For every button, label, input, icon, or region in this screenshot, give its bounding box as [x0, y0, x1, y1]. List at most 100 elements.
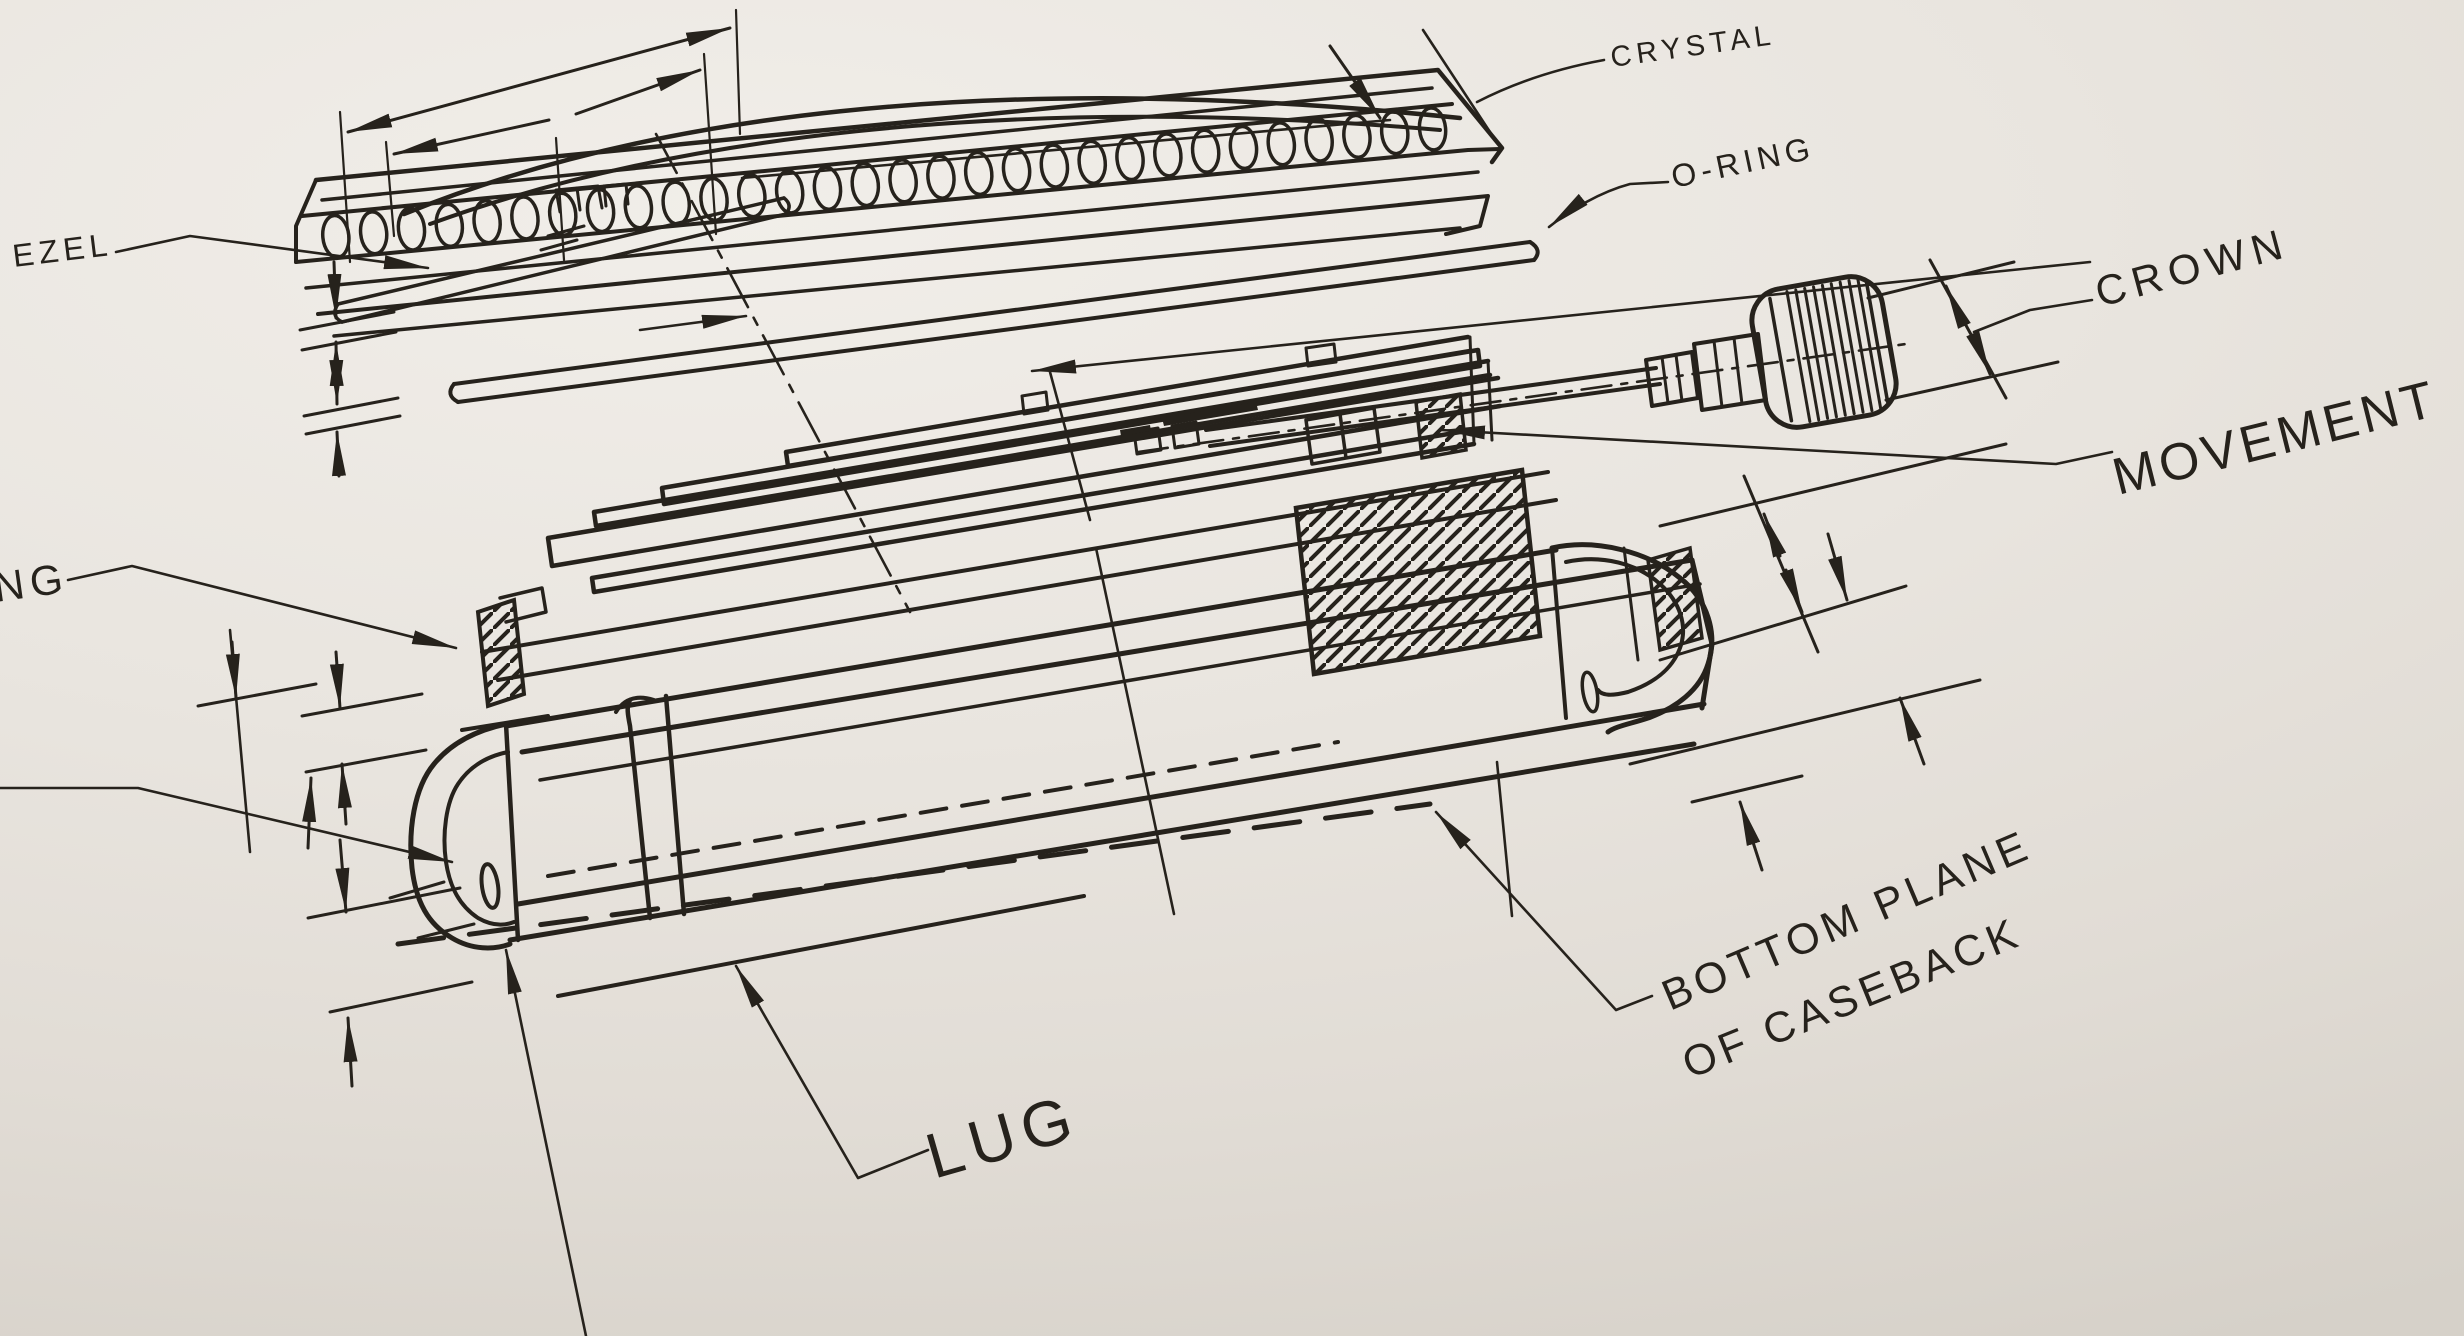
crown-knob — [1749, 274, 1899, 430]
centerlines — [638, 132, 2092, 918]
caseback-hidden-line — [546, 740, 1340, 878]
bezel-tooth — [1152, 132, 1183, 178]
right-lug-tube-line — [1622, 546, 1640, 662]
knurl-rib — [1803, 286, 1830, 420]
left-lug-ledge — [460, 714, 550, 732]
plane-arrow-up — [1738, 800, 1764, 872]
collar-ribs — [1712, 336, 1744, 409]
thickness-arrows — [329, 340, 344, 406]
bezel-part — [294, 67, 1505, 338]
main-centerline — [654, 132, 912, 614]
collar-ribs — [1660, 353, 1684, 405]
right-springbar-hole — [1580, 670, 1600, 714]
movement-part — [545, 334, 1503, 595]
bezel-rim-inner — [320, 86, 1434, 202]
height-arrow-down — [1779, 568, 1804, 614]
bezel-tooth — [736, 173, 767, 219]
ring-leader — [66, 564, 458, 650]
witness-pair-oring — [302, 396, 402, 436]
movement-hatch-column — [1414, 391, 1468, 461]
crown-arrow-down — [1966, 330, 1992, 376]
washer-right-cap — [782, 196, 791, 216]
bezel-leader — [114, 234, 430, 270]
knurl-rib — [1856, 277, 1883, 411]
witness-pair-lug — [306, 886, 474, 1014]
height-arrow-up — [1762, 512, 1787, 558]
bezel-tooth — [1379, 109, 1410, 156]
bezel-tooth — [1190, 128, 1221, 174]
dial-foot-tab — [1304, 342, 1338, 368]
dimension-line-outer — [346, 26, 732, 134]
dimension-line-inner-right — [574, 68, 702, 116]
thickness-arrow-up — [343, 1016, 358, 1088]
case-bottom-bevel — [556, 894, 1086, 998]
crown-arrow-up — [1944, 284, 1971, 329]
bezel-teeth — [320, 106, 1448, 260]
thickness-arrow-down — [329, 650, 344, 710]
bezel-tooth — [1115, 135, 1145, 182]
plate-5 — [589, 427, 1477, 595]
bezel-tooth — [888, 158, 918, 204]
thickness-arrow-up-small — [302, 776, 317, 850]
bottom-plane-leader — [1434, 810, 1654, 1012]
case-front-top-arc — [614, 695, 656, 714]
bezel-teeth-top-line — [300, 102, 1454, 218]
knurl-rib — [1820, 283, 1847, 417]
dimension-line-inner-left — [392, 118, 551, 156]
bezel-tooth — [1001, 147, 1032, 193]
dimension-arrow-right — [1328, 44, 1382, 120]
bezel-label-partial: EZEL — [10, 226, 114, 274]
bezel-skirt-line — [316, 194, 1490, 316]
bezel-tooth — [1077, 139, 1108, 186]
bezel-tooth — [1039, 143, 1070, 189]
dial-dimension-right — [1030, 260, 2092, 374]
left-lug-bevels — [388, 880, 476, 940]
knurl-rib — [1785, 290, 1812, 424]
bezel-tick — [546, 224, 586, 238]
bezel-skirt-lower — [332, 226, 1462, 338]
bezel-tooth — [1342, 113, 1372, 160]
lug-label: LUG — [918, 1080, 1087, 1192]
crystal-lower-arc — [428, 114, 1442, 226]
cutoff-leader-bottom — [504, 948, 588, 1336]
bezel-tooth — [396, 206, 427, 252]
case-gasket-left — [475, 597, 527, 709]
height-arrow-down — [225, 640, 240, 700]
cutoff-leader-left — [0, 786, 454, 864]
keyless-works-block — [1132, 426, 1163, 456]
plate-2 — [659, 347, 1483, 507]
case-mid-witness — [1658, 584, 1908, 662]
crystal-part — [401, 96, 1463, 226]
crown-right-face — [1865, 281, 1890, 404]
left-dimensions — [196, 260, 474, 1088]
crown-dimension-line — [1928, 258, 2008, 400]
case-bottom-witness — [1628, 678, 1982, 766]
witness-line — [196, 682, 318, 708]
right-lug-edge — [1550, 546, 1568, 720]
gap-arrow-up — [1898, 696, 1926, 766]
washer-top — [336, 196, 786, 306]
left-springbar-hole — [479, 862, 501, 910]
bezel-tooth — [434, 202, 465, 249]
bezel-rim-outer — [313, 67, 1505, 183]
bottom-plane-witness — [1690, 774, 1804, 804]
left-lug-inner — [442, 750, 516, 927]
bottom-plane-dashed-line — [395, 801, 1433, 947]
bezel-key-notch-line — [575, 186, 582, 212]
thickness-arrow-down — [327, 260, 342, 320]
knurl-rib — [1812, 285, 1838, 419]
case-bottom-edge2 — [507, 741, 1697, 943]
top-dimensions — [338, 8, 1492, 264]
bezel-tooth — [661, 180, 692, 226]
dial-dimension-left — [638, 314, 748, 332]
bezel-tooth — [850, 161, 881, 208]
witness-vertical — [1495, 760, 1514, 918]
bezel-band-line — [304, 170, 1480, 290]
bezel-tooth — [963, 150, 994, 197]
keyless-works-block — [1170, 420, 1201, 450]
bezel-tooth — [510, 195, 540, 241]
bezel-tooth — [358, 210, 389, 256]
case-height-dimension — [1742, 474, 1820, 654]
dial-foot-tab — [1020, 390, 1050, 416]
